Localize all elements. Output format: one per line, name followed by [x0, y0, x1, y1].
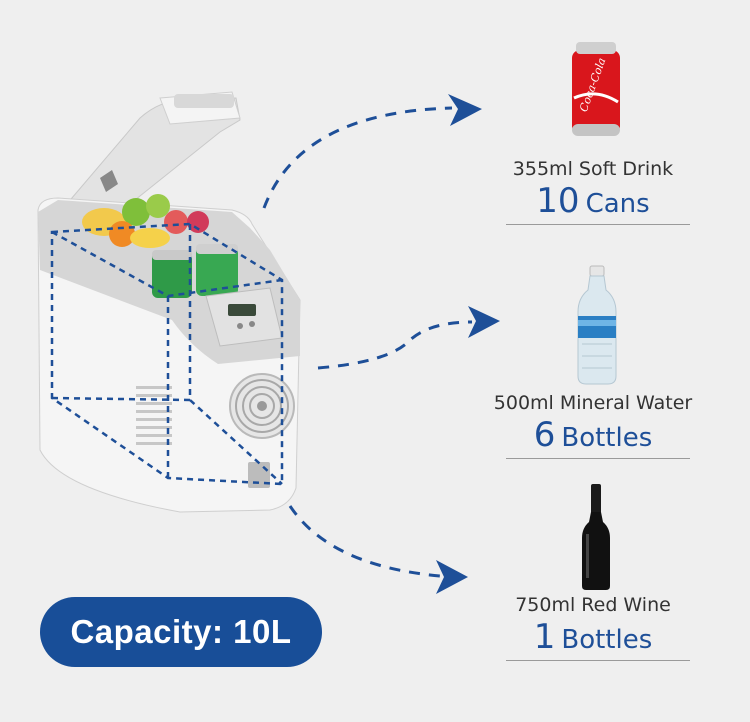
arrow-head-1 — [448, 94, 482, 126]
arrow-path-2 — [317, 320, 473, 370]
arrow-path-1 — [262, 106, 453, 209]
divider — [506, 660, 690, 661]
car-fridge-illustration — [37, 91, 301, 513]
item-caption: 750ml Red Wine — [515, 594, 671, 616]
arrow-head-2 — [468, 306, 500, 338]
item-qty-number: 1 — [533, 617, 556, 657]
soda-can-icon: Coca-Cola — [572, 42, 620, 136]
item-qty-unit: Bottles — [561, 423, 653, 453]
item-caption: 500ml Mineral Water — [493, 392, 693, 414]
divider — [506, 224, 690, 225]
wine-bottle-icon — [582, 484, 610, 590]
water-bottle-icon — [577, 265, 617, 385]
arrow-head-3 — [436, 560, 468, 594]
capacity-badge: Capacity: 10L — [40, 597, 322, 667]
item-qty-number: 10 — [536, 181, 580, 221]
divider — [506, 458, 690, 459]
item-qty-number: 6 — [533, 415, 556, 455]
item-qty-unit: Bottles — [561, 625, 653, 655]
arrow-path-3 — [288, 505, 441, 578]
item-caption: 355ml Soft Drink — [512, 158, 674, 180]
item-qty-unit: Cans — [585, 189, 650, 219]
